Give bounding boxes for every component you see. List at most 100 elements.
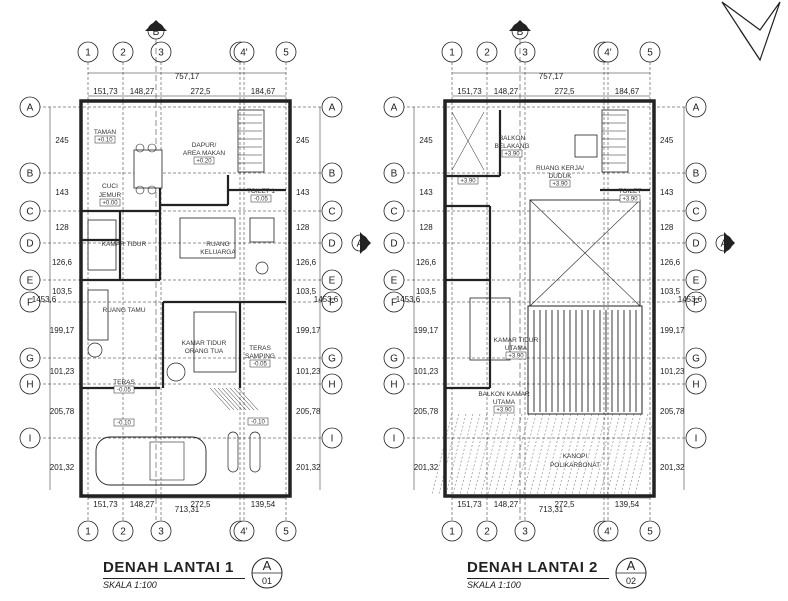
plan2-canopy-hatch — [613, 413, 635, 495]
plan2-dim-row-left: 128 — [419, 223, 433, 232]
plan2-room-elev: +3.90 — [496, 408, 512, 414]
plan2-grid-row-bubble — [685, 427, 707, 449]
plan1-grid-row-bubble — [321, 200, 343, 222]
north-arrow-icon — [721, 1, 781, 62]
plan2-room-name: POLIKARBONAT — [550, 462, 600, 469]
plan1-dim-total-height-right: 1453,6 — [314, 295, 339, 304]
plan2-canopy-hatch — [536, 413, 558, 495]
plan1-grid-row-label: B — [27, 169, 34, 180]
plan1-grid-col-bubble — [233, 520, 255, 542]
plan2-grid-row-label: B — [693, 169, 700, 180]
plan2-grid-row-bubble — [685, 291, 707, 313]
plan1-grid-col-label: 2 — [120, 527, 126, 538]
plan1-elev-box — [94, 135, 116, 144]
plan2-grid-row-label: F — [391, 298, 397, 309]
plan2-room-elev: +3.90 — [508, 354, 524, 360]
plan1-grid-row-bubble — [321, 347, 343, 369]
plan2-grid-row-label: E — [391, 276, 398, 287]
plan2-canopy-hatch — [599, 413, 621, 495]
plan2-balcony-cross — [451, 111, 485, 171]
plan2-dim-row-right: 245 — [660, 136, 674, 145]
plan2-room-name: RUANG KERJA/ — [536, 165, 584, 172]
plan1-tree-hatch — [221, 387, 243, 411]
plan1-room-name: CUCI — [102, 183, 118, 190]
plan1-dim-total-height-left: 1453,6 — [32, 295, 57, 304]
plan2-grid-col-bubble — [441, 41, 463, 63]
plan2-canopy-hatch — [634, 413, 656, 495]
plan2-grid-row-label: G — [692, 354, 700, 365]
plan1-armchair — [249, 217, 275, 243]
plan1-room-elev: -0.10 — [251, 420, 265, 426]
plan2-dim-total-height-right: 1453,6 — [678, 295, 703, 304]
plan1-room-name: AREA MAKAN — [183, 150, 226, 157]
plan1-grid-row-bubble — [19, 96, 41, 118]
plan1-tree-hatch — [217, 387, 239, 411]
plan1-grid-col-bubble — [112, 520, 134, 542]
plan1-chair — [135, 185, 145, 195]
plan2-dim-top-seg: 184,67 — [615, 87, 640, 96]
plan2-canopy-hatch — [557, 413, 579, 495]
plan1-grid-col-bubble — [112, 41, 134, 63]
plan1-family-sofa — [179, 217, 236, 259]
plan1-grid-row-label: H — [328, 380, 335, 391]
plan1-grid-row-label: H — [26, 380, 33, 391]
plan1-room-elev: -0.05 — [117, 388, 131, 394]
plan1-grid-row-label: A — [27, 103, 34, 114]
plan2-dim-row-left: 245 — [419, 136, 433, 145]
plan2-tag: A 02 — [616, 557, 646, 589]
plan2-group: 112233444'4'55AABBCCDDEEFFGGHHIIBA757,17… — [383, 20, 735, 542]
plan1-grid-row-bubble — [321, 427, 343, 449]
plan1-room-name: TAMAN — [94, 129, 117, 136]
plan1-grid-col-label: 1 — [85, 527, 91, 538]
plan2-canopy-hatch — [550, 413, 572, 495]
plan2-roof-area — [527, 305, 643, 415]
plan2-grid-row-bubble — [383, 200, 405, 222]
plan1-grid-col-bubble — [275, 520, 297, 542]
plan1-dim-row-right: 128 — [296, 223, 310, 232]
plan2-title-underline — [467, 578, 609, 579]
plan1-stair — [237, 109, 265, 173]
plan2-dim-row-left: 143 — [419, 188, 433, 197]
plan1-section-b-label: B — [153, 27, 160, 38]
plan1-scale: SKALA 1:100 — [103, 580, 157, 590]
plan1-room-elev: -0.05 — [254, 197, 268, 203]
plan1-dim-row-right: 201,32 — [296, 463, 321, 472]
plan2-grid-col-label: 5 — [647, 48, 653, 59]
plan2-room-name: UTAMA — [505, 345, 528, 352]
plan1-grid-row-bubble — [19, 232, 41, 254]
plan2-grid-row-bubble — [383, 427, 405, 449]
plan1-dim-bottom-seg: 151,73 — [93, 500, 118, 509]
plan2-grid-row-bubble — [383, 162, 405, 184]
plan2-canopy-hatch — [459, 413, 481, 495]
plan1-plant — [255, 261, 269, 275]
plan2-tag-letter: A — [626, 558, 636, 573]
plan2-scale: SKALA 1:100 — [467, 580, 521, 590]
plan1-dim-row-left: 128 — [55, 223, 69, 232]
plan1-grid-row-label: G — [26, 354, 34, 365]
plan2-grid-col-bubble — [476, 520, 498, 542]
plan2-grid-col-bubble — [514, 520, 536, 542]
plan1-elev-box — [113, 385, 135, 394]
plan1-tree-hatch — [233, 387, 255, 411]
plan2-grid-row-label: A — [391, 103, 398, 114]
plan1-room-name: TOILET 1 — [247, 188, 275, 195]
plan1-elev-box — [99, 198, 121, 207]
plan2-grid-row-label: E — [693, 276, 700, 287]
plan1-chair — [147, 185, 157, 195]
plan1-grid-col-label: 5 — [283, 48, 289, 59]
plan2-canopy-hatch — [592, 413, 614, 495]
plan1-dim-row-left: 143 — [55, 188, 69, 197]
plan1-tag-letter: A — [262, 558, 272, 573]
plan1-dim-total-width: 757,17 — [175, 72, 200, 81]
plan2-grid-row-bubble — [383, 347, 405, 369]
plan2-tag-number: 02 — [625, 576, 636, 586]
plan1-plant — [87, 342, 103, 358]
plan1-group: 112233444'4'55AABBCCDDEEFFGGHHIIBA757,17… — [19, 20, 371, 542]
plan1-room-name: ORANG TUA — [185, 348, 224, 355]
plan2-dim-row-right: 103,5 — [660, 287, 681, 296]
plan1-tree-hatch — [237, 387, 259, 411]
plan2-section-a-arrow — [724, 232, 735, 254]
plan1-room-name: DAPUR/ — [192, 142, 217, 149]
plan1-section-a-arrow — [360, 232, 371, 254]
plan2-dim-top-seg: 272,5 — [554, 87, 575, 96]
